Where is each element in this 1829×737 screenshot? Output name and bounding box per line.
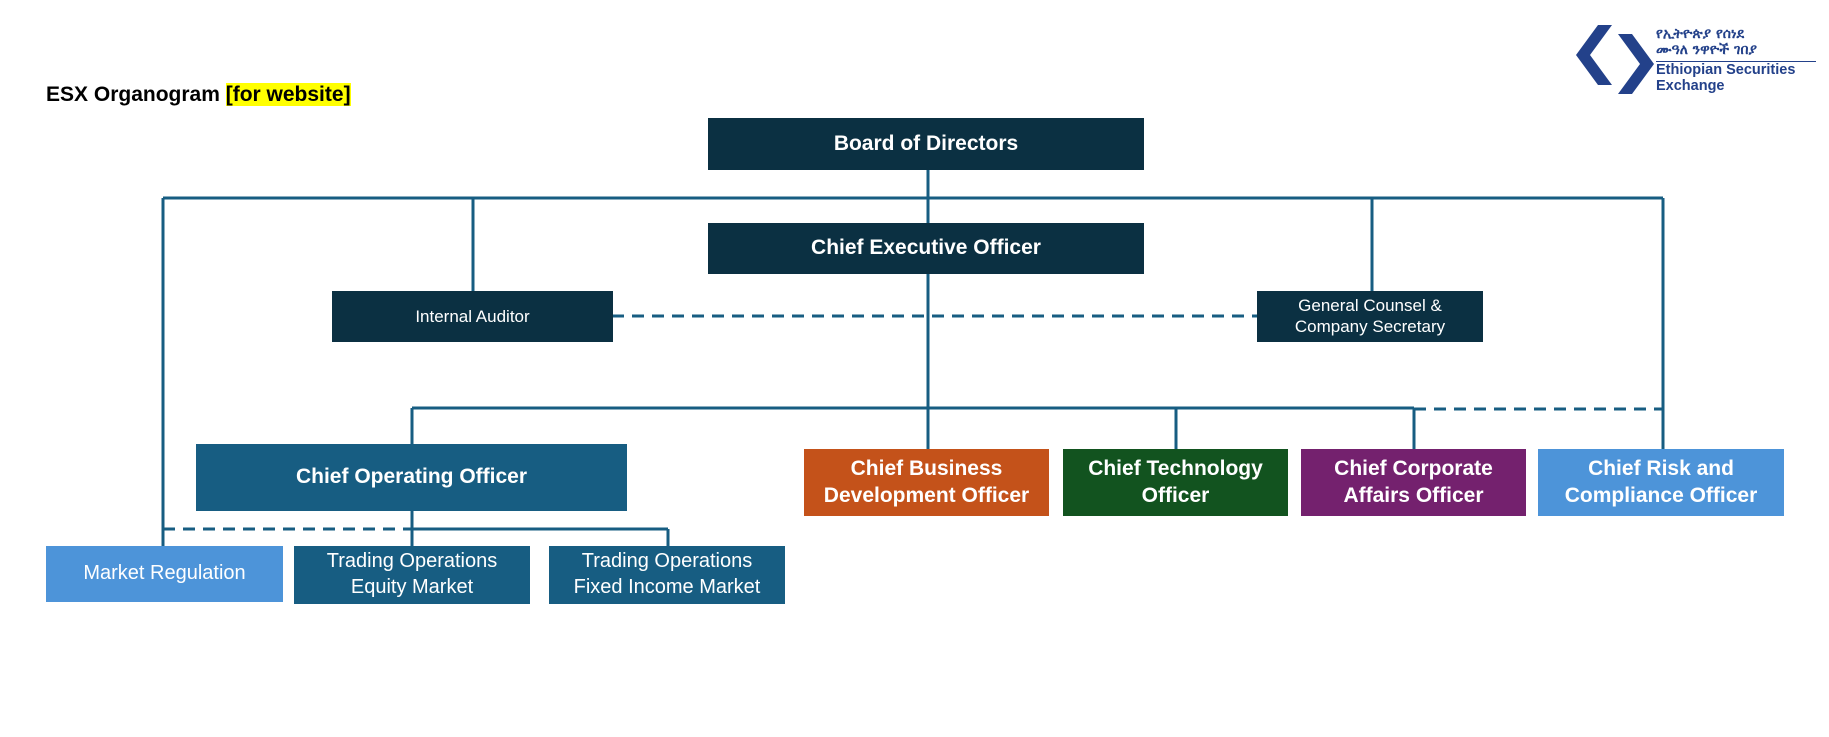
crco-label-line2: Compliance Officer xyxy=(1564,483,1758,507)
board-of-directors-box: Board of Directors xyxy=(708,118,1144,170)
logo-amharic-line2: ሙዓለ ንዋዮች ገበያ xyxy=(1656,42,1757,59)
coo-box: Chief Operating Officer xyxy=(196,444,627,511)
general-counsel-label-line1: General Counsel & xyxy=(1298,295,1442,315)
title-text: ESX Organogram xyxy=(46,83,226,106)
cto-label-line2: Officer xyxy=(1141,483,1210,507)
trading-fixed-income-label-line2: Fixed Income Market xyxy=(573,576,761,598)
logo-amharic-line1: የኢትዮጵያ የሰነደ xyxy=(1656,26,1745,42)
trading-equity-box: Trading Operations Equity Market xyxy=(294,546,530,604)
crco-label-line1: Chief Risk and xyxy=(1588,456,1734,480)
ceo-box: Chief Executive Officer xyxy=(708,223,1144,274)
logo-divider xyxy=(1656,61,1816,62)
logo-amharic-text: የኢትዮጵያ የሰነደ ሙዓለ ንዋዮች ገበያ xyxy=(1656,26,1757,58)
trading-fixed-income-box: Trading Operations Fixed Income Market xyxy=(549,546,785,604)
esx-logo: የኢትዮጵያ የሰነደ ሙዓለ ንዋዮች ገበያ Ethiopian Secur… xyxy=(1576,22,1816,97)
market-regulation-label: Market Regulation xyxy=(83,562,246,585)
trading-fixed-income-label-line1: Trading Operations xyxy=(581,550,753,573)
logo-english-line1: Ethiopian Securities xyxy=(1656,62,1796,78)
cbdo-box: Chief Business Development Officer xyxy=(804,449,1049,516)
ccao-box: Chief Corporate Affairs Officer xyxy=(1301,449,1526,516)
cbdo-label-line1: Chief Business xyxy=(850,456,1003,480)
trading-equity-label-line1: Trading Operations xyxy=(326,550,498,573)
trading-equity-label-line2: Equity Market xyxy=(350,576,474,598)
ceo-label: Chief Executive Officer xyxy=(811,236,1041,260)
general-counsel-label-line2: Company Secretary xyxy=(1294,316,1446,336)
market-regulation-box: Market Regulation xyxy=(46,546,283,602)
cto-label-line1: Chief Technology xyxy=(1088,456,1263,480)
logo-english-text: Ethiopian Securities Exchange xyxy=(1656,62,1796,94)
coo-label: Chief Operating Officer xyxy=(295,465,528,489)
logo-english-line2: Exchange xyxy=(1656,77,1725,94)
general-counsel-box: General Counsel & Company Secretary xyxy=(1257,291,1483,342)
cbdo-label-line2: Development Officer xyxy=(823,483,1030,507)
ccao-label-line1: Chief Corporate xyxy=(1334,456,1493,480)
title-highlight: [for website] xyxy=(225,83,351,106)
board-of-directors-label: Board of Directors xyxy=(833,131,1019,155)
page-title: ESX Organogram [for website] xyxy=(46,83,351,107)
ccao-label-line2: Affairs Officer xyxy=(1343,483,1484,507)
internal-auditor-box: Internal Auditor xyxy=(332,291,613,342)
crco-box: Chief Risk and Compliance Officer xyxy=(1538,449,1784,516)
internal-auditor-label: Internal Auditor xyxy=(415,306,530,326)
chevron-logo-icon xyxy=(1576,25,1654,94)
cto-box: Chief Technology Officer xyxy=(1063,449,1288,516)
